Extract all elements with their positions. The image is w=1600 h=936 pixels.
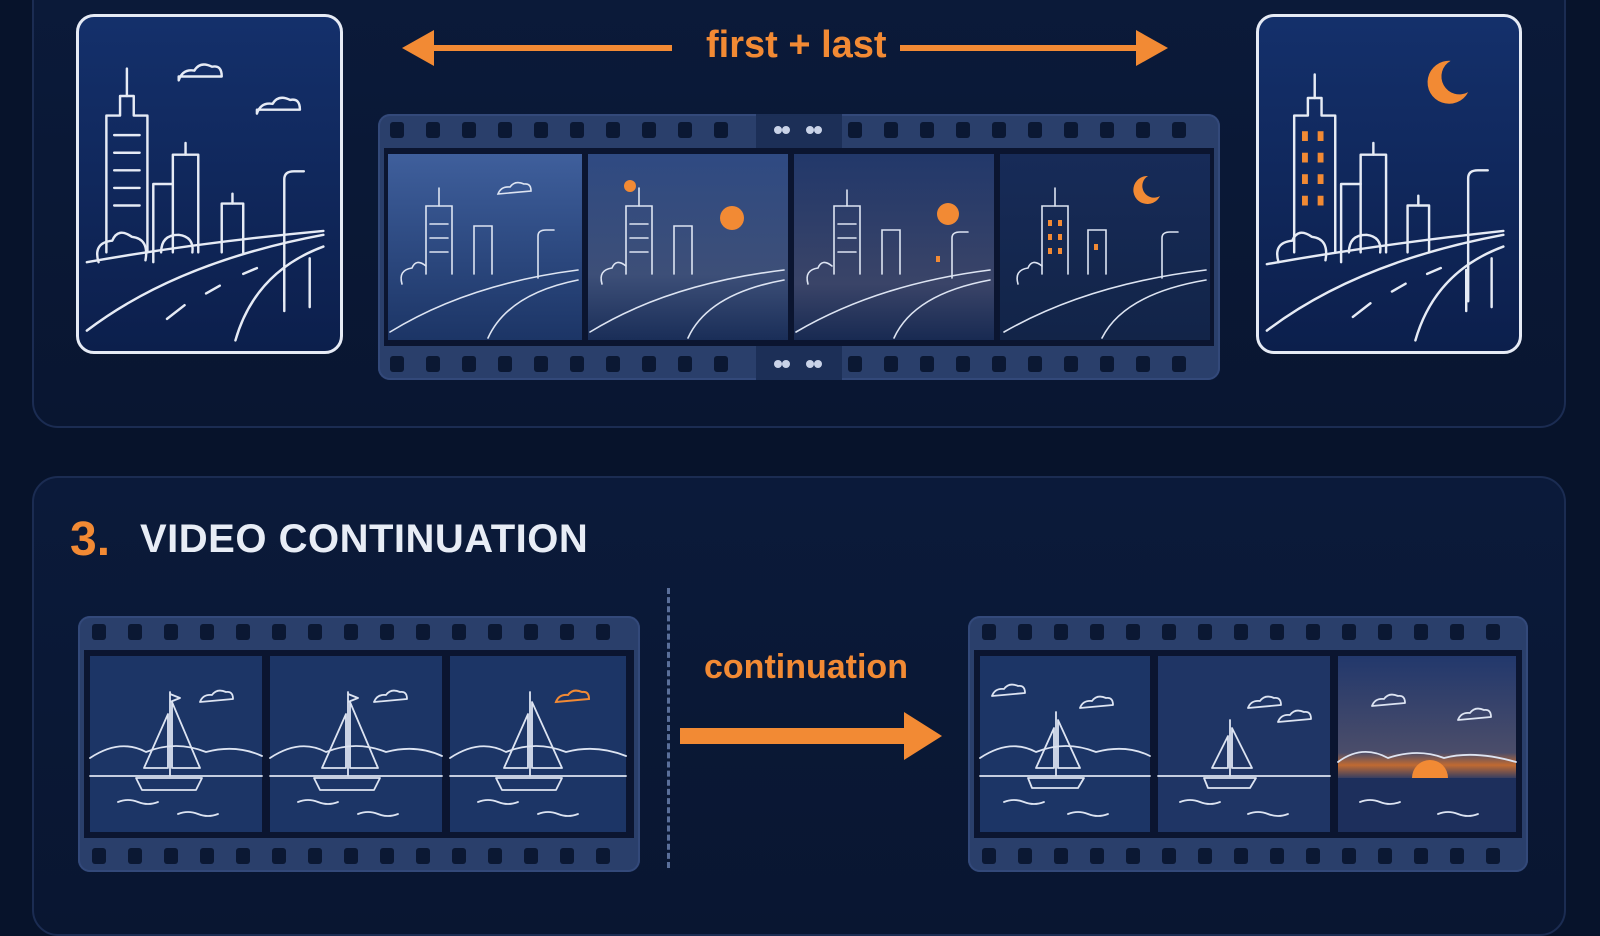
city-road-night-moon-icon (1259, 17, 1519, 351)
filmstrip-graphic (378, 114, 1220, 380)
sailboat-output-frames (968, 616, 1528, 872)
top-filmstrip (378, 114, 1220, 380)
divider-line (667, 588, 670, 868)
section-title: VIDEO CONTINUATION (140, 517, 588, 562)
city-dusk-frame (794, 154, 994, 340)
continuation-label: continuation (704, 648, 908, 687)
output-filmstrip (968, 616, 1528, 872)
last-frame-card (1256, 14, 1522, 354)
sailboat-frame-3 (450, 656, 626, 832)
city-day-frame (388, 154, 582, 340)
sailboat-frame-2 (270, 656, 442, 832)
section-number: 3. (70, 512, 110, 567)
sailboat-frame-1 (90, 656, 262, 832)
city-sunset-frame (588, 154, 788, 340)
continuation-arrow (676, 710, 946, 762)
input-filmstrip (78, 616, 640, 872)
city-road-day-icon (79, 17, 340, 351)
sailboat-input-frames (78, 616, 640, 872)
sailboat-frame-4 (980, 656, 1150, 832)
first-last-label: first + last (706, 24, 887, 67)
first-frame-card (76, 14, 343, 354)
sailboat-frame-5 (1158, 656, 1330, 832)
city-night-moon-frame (1000, 154, 1210, 340)
